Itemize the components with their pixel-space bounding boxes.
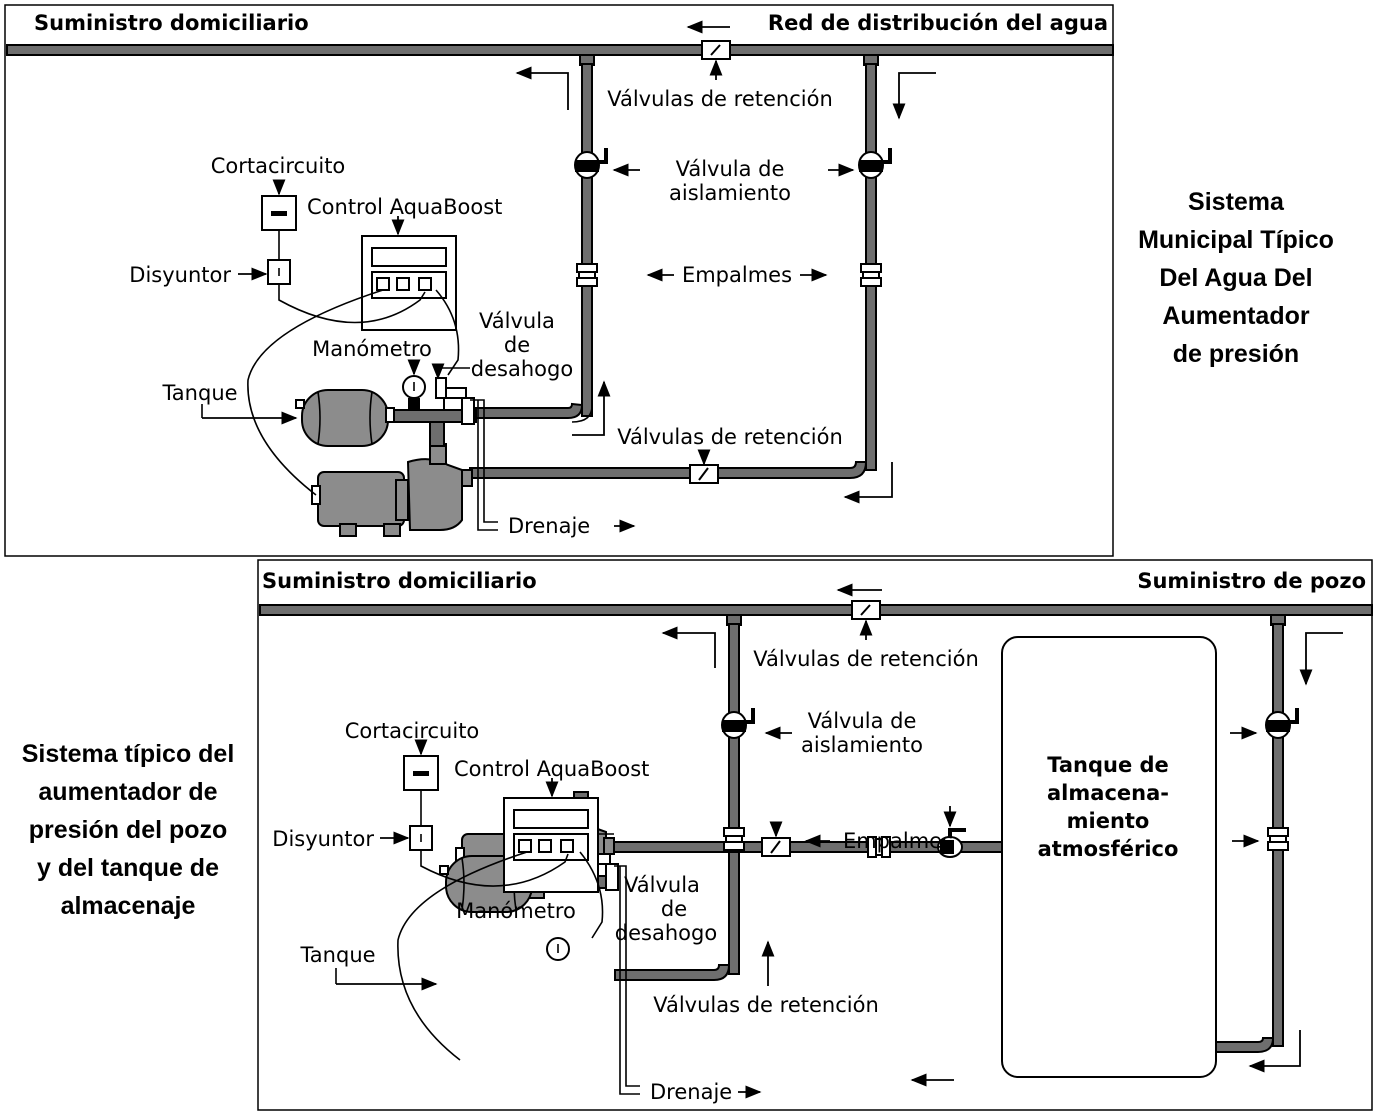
storage-tank-label-line: Tanque de [1047,753,1169,777]
top-title: Sistema Municipal Típico Del Agua Del Au… [1138,188,1334,368]
top-gauge-label: Manómetro [312,337,432,361]
top-disconnect-label: Disyuntor [129,263,231,287]
bottom-electrical [335,739,604,1061]
top-union-left [576,263,674,287]
top-isolation-valve-right [828,148,892,179]
top-flow-arrow-left [515,66,569,110]
top-pressure-tank [295,389,395,447]
top-source-label: Red de distribución del agua [768,11,1108,35]
top-check-valves-top-label: Válvulas de retención [607,87,833,111]
storage-tank-label: Tanque de almacena- miento atmosférico [1038,753,1179,861]
bottom-drain-label: Drenaje [650,1080,732,1104]
bottom-isolation-valve-label-1: Válvula de [808,709,917,733]
top-relief-label-3: desahogo [471,357,573,381]
top-diagram: Suministro domiciliario Red de distribuc… [4,4,1334,557]
bottom-bottom-check-valve [761,821,791,857]
storage-tank-label-line: atmosférico [1038,837,1179,861]
bottom-title-line: y del tanque de [37,854,219,882]
bottom-isolation-valve-right [1230,708,1299,740]
bottom-check-valves-top-label: Válvulas de retención [753,647,979,671]
top-bottom-check-valve [689,449,719,484]
bottom-unions-label: Empalmes [843,829,953,853]
top-main-pipe [6,44,1114,56]
storage-tank [1001,636,1217,1078]
top-unions-label: Empalmes [682,263,792,287]
top-flow-arrow-bottom [843,462,893,504]
storage-tank-label-line: miento [1067,809,1150,833]
bottom-title-line: presión del pozo [29,816,228,844]
bottom-gauge-label: Manómetro [456,899,576,923]
top-pump [311,443,473,537]
top-title-line: Municipal Típico [1138,226,1334,254]
top-check-valves-bottom-label: Válvulas de retención [617,425,843,449]
bottom-check-valves-bottom-label: Válvulas de retención [653,993,879,1017]
top-electrical [201,179,460,496]
bottom-main-pipe [259,604,1373,616]
bottom-title-line: almacenaje [61,892,196,920]
top-tank-label: Tanque [161,381,237,405]
top-isolation-valve-left [574,148,640,179]
top-frame [4,4,1114,557]
top-main-check-valve [701,40,731,80]
bottom-control-label: Control AquaBoost [454,757,649,781]
top-title-line: de presión [1173,340,1299,368]
top-left-riser [475,54,595,423]
top-flow-arrow-up [572,380,611,436]
bottom-supply-label: Suministro domiciliario [262,569,537,593]
bottom-tank-isolation-valve [937,806,966,858]
bottom-isolation-valve-left [721,708,792,740]
top-breaker-label: Cortacircuito [211,154,346,178]
bottom-diagram: Suministro domiciliario Suministro de po… [22,559,1373,1111]
top-isolation-valve-label-1: Válvula de [676,157,785,181]
bottom-relief-label-2: de [661,897,687,921]
top-drain-label: Drenaje [508,514,590,538]
bottom-source-label: Suministro de pozo [1137,569,1366,593]
bottom-flow-arrow-right [1299,632,1343,686]
bottom-union-left [723,827,830,851]
bottom-union-right [1232,827,1289,851]
bottom-title-line: aumentador de [38,778,217,806]
top-isolation-valve-label-2: aislamiento [669,181,791,205]
bottom-union-pipe [867,836,891,858]
storage-tank-label-line: almacena- [1047,781,1169,805]
bottom-tank-label: Tanque [299,943,375,967]
top-relief-label-1: Válvula [479,309,555,333]
bottom-relief-label-1: Válvula [624,873,700,897]
top-relief-label-2: de [504,333,530,357]
bottom-disconnect-label: Disyuntor [272,827,374,851]
top-union-right [800,263,882,287]
bottom-title-line: Sistema típico del [22,740,235,768]
top-title-line: Del Agua Del [1159,264,1312,292]
relief-valve-icon [435,377,447,399]
bottom-frame [257,559,1373,1111]
bottom-flow-arrow-tank [1248,1030,1301,1073]
top-supply-label: Suministro domiciliario [34,11,309,35]
bottom-left-riser [614,614,742,981]
top-fittings [393,359,636,533]
bottom-title: Sistema típico del aumentador de presión… [22,740,235,920]
bottom-relief-label-3: desahogo [615,921,717,945]
bottom-main-check-valve [851,600,881,640]
bottom-flow-arrow-left [661,626,716,668]
bottom-isolation-valve-label-2: aislamiento [801,733,923,757]
top-flow-arrow-right [892,72,936,120]
bottom-breaker-label: Cortacircuito [345,719,480,743]
top-title-line: Aumentador [1162,302,1310,330]
top-title-line: Sistema [1188,188,1285,216]
top-control-label: Control AquaBoost [307,195,502,219]
